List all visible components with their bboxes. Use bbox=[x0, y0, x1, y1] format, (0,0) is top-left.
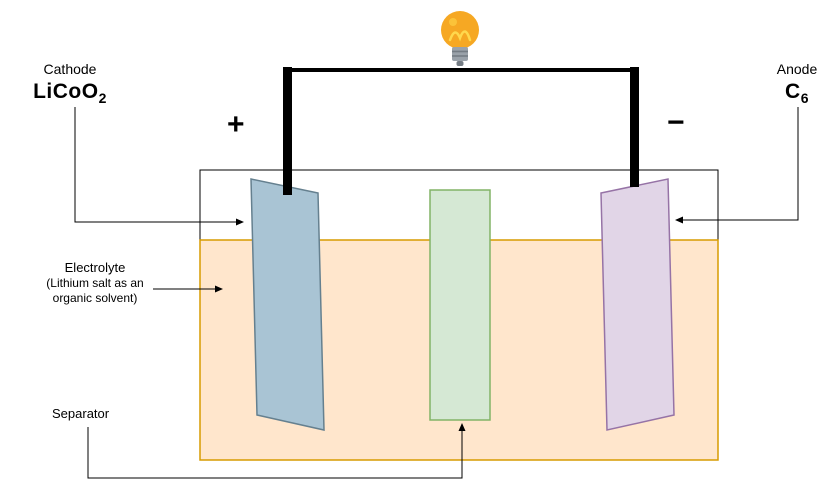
separator-arrow bbox=[87, 423, 466, 479]
cathode-label: Cathode bbox=[43, 61, 97, 77]
electrolyte-sub-label-1: (Lithium salt as an bbox=[46, 276, 144, 291]
anode-formula: C6 bbox=[757, 79, 826, 108]
cathode-formula-base: LiCoO bbox=[33, 79, 99, 103]
anode-plate bbox=[600, 178, 675, 431]
anode-label: Anode bbox=[776, 61, 818, 77]
negative-terminal-sign: − bbox=[667, 106, 685, 139]
anode-formula-base: C bbox=[785, 79, 801, 103]
anode-formula-subscript: 6 bbox=[800, 89, 809, 106]
anode-label-block: Anode C6 bbox=[757, 61, 826, 107]
bulb-highlight bbox=[449, 18, 457, 26]
positive-terminal-sign: + bbox=[227, 108, 245, 141]
cathode-plate bbox=[250, 178, 325, 431]
anode-arrow bbox=[675, 107, 799, 224]
separator-label: Separator bbox=[52, 406, 110, 421]
electrolyte-label: Electrolyte bbox=[64, 260, 126, 275]
bulb-glass bbox=[441, 11, 479, 49]
battery-container-outline bbox=[199, 169, 719, 240]
bulb-filament bbox=[448, 30, 472, 42]
electrolyte-label-block: Electrolyte (Lithium salt as an organic … bbox=[15, 260, 175, 306]
electrolyte-sub-label-2: organic solvent) bbox=[52, 291, 138, 306]
bulb-base-tip bbox=[456, 61, 464, 66]
separator-plate bbox=[429, 189, 491, 421]
cathode-label-block: Cathode LiCoO2 bbox=[20, 61, 120, 107]
cathode-formula: LiCoO2 bbox=[20, 79, 120, 108]
cathode-formula-subscript: 2 bbox=[98, 89, 107, 106]
light-bulb-icon bbox=[441, 11, 479, 66]
bulb-base bbox=[452, 47, 468, 61]
cathode-terminal-bar bbox=[283, 67, 292, 195]
anode-terminal-bar bbox=[630, 67, 639, 187]
cathode-arrow bbox=[74, 107, 244, 226]
